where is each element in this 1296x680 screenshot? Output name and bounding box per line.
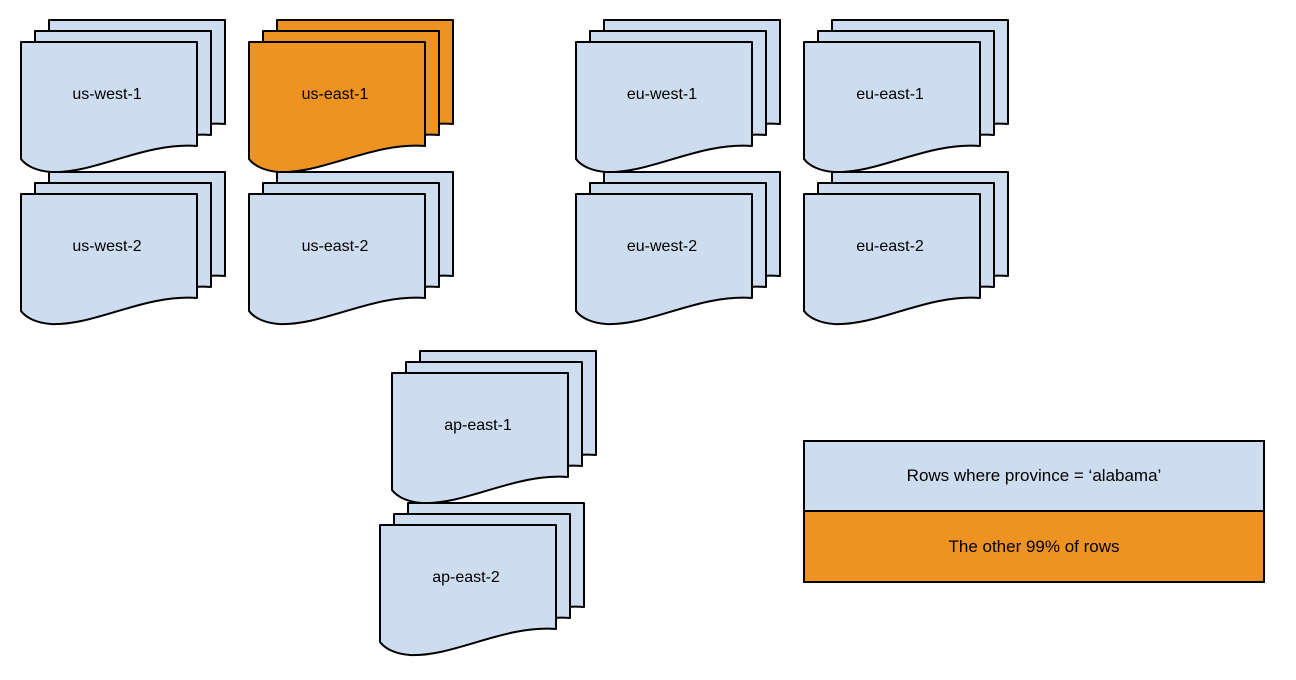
legend-entry-label: Rows where province = ‘alabama’ xyxy=(906,466,1162,485)
region-stack-shape-us-west-2 xyxy=(20,171,226,326)
region-stack-eu-west-2[interactable]: eu-west-2 xyxy=(574,170,781,326)
region-stack-shape-us-east-1 xyxy=(248,19,454,174)
document-sheet xyxy=(575,193,753,326)
region-stack-eu-east-2[interactable]: eu-east-2 xyxy=(802,170,1009,326)
region-stack-shape-eu-east-1 xyxy=(803,19,1009,174)
document-sheet xyxy=(20,41,198,174)
document-sheet xyxy=(803,193,981,326)
region-stack-ap-east-2[interactable]: ap-east-2 xyxy=(378,501,585,657)
document-sheet xyxy=(20,193,198,326)
region-stack-us-west-2[interactable]: us-west-2 xyxy=(19,170,226,326)
legend-entry-label: The other 99% of rows xyxy=(948,536,1120,556)
region-stack-us-east-1[interactable]: us-east-1 xyxy=(247,18,454,174)
region-stack-shape-eu-east-2 xyxy=(803,171,1009,326)
region-stack-shape-ap-east-1 xyxy=(391,350,597,505)
region-stack-eu-west-1[interactable]: eu-west-1 xyxy=(574,18,781,174)
legend: Rows where province = ‘alabama’ The other… xyxy=(803,440,1265,583)
region-stack-shape-eu-west-1 xyxy=(575,19,781,174)
region-stack-shape-us-east-2 xyxy=(248,171,454,326)
document-sheet xyxy=(248,41,426,174)
document-sheet xyxy=(575,41,753,174)
legend-entry-legend-orange: The other 99% of rows xyxy=(805,512,1263,581)
document-sheet xyxy=(379,524,557,657)
region-stack-us-west-1[interactable]: us-west-1 xyxy=(19,18,226,174)
document-sheet xyxy=(391,372,569,505)
region-stack-shape-us-west-1 xyxy=(20,19,226,174)
document-sheet xyxy=(803,41,981,174)
region-stack-us-east-2[interactable]: us-east-2 xyxy=(247,170,454,326)
region-stack-eu-east-1[interactable]: eu-east-1 xyxy=(802,18,1009,174)
document-sheet xyxy=(248,193,426,326)
legend-entry-legend-blue: Rows where province = ‘alabama’ xyxy=(805,442,1263,512)
region-stack-shape-ap-east-2 xyxy=(379,502,585,657)
region-stack-ap-east-1[interactable]: ap-east-1 xyxy=(390,349,597,505)
region-stack-shape-eu-west-2 xyxy=(575,171,781,326)
